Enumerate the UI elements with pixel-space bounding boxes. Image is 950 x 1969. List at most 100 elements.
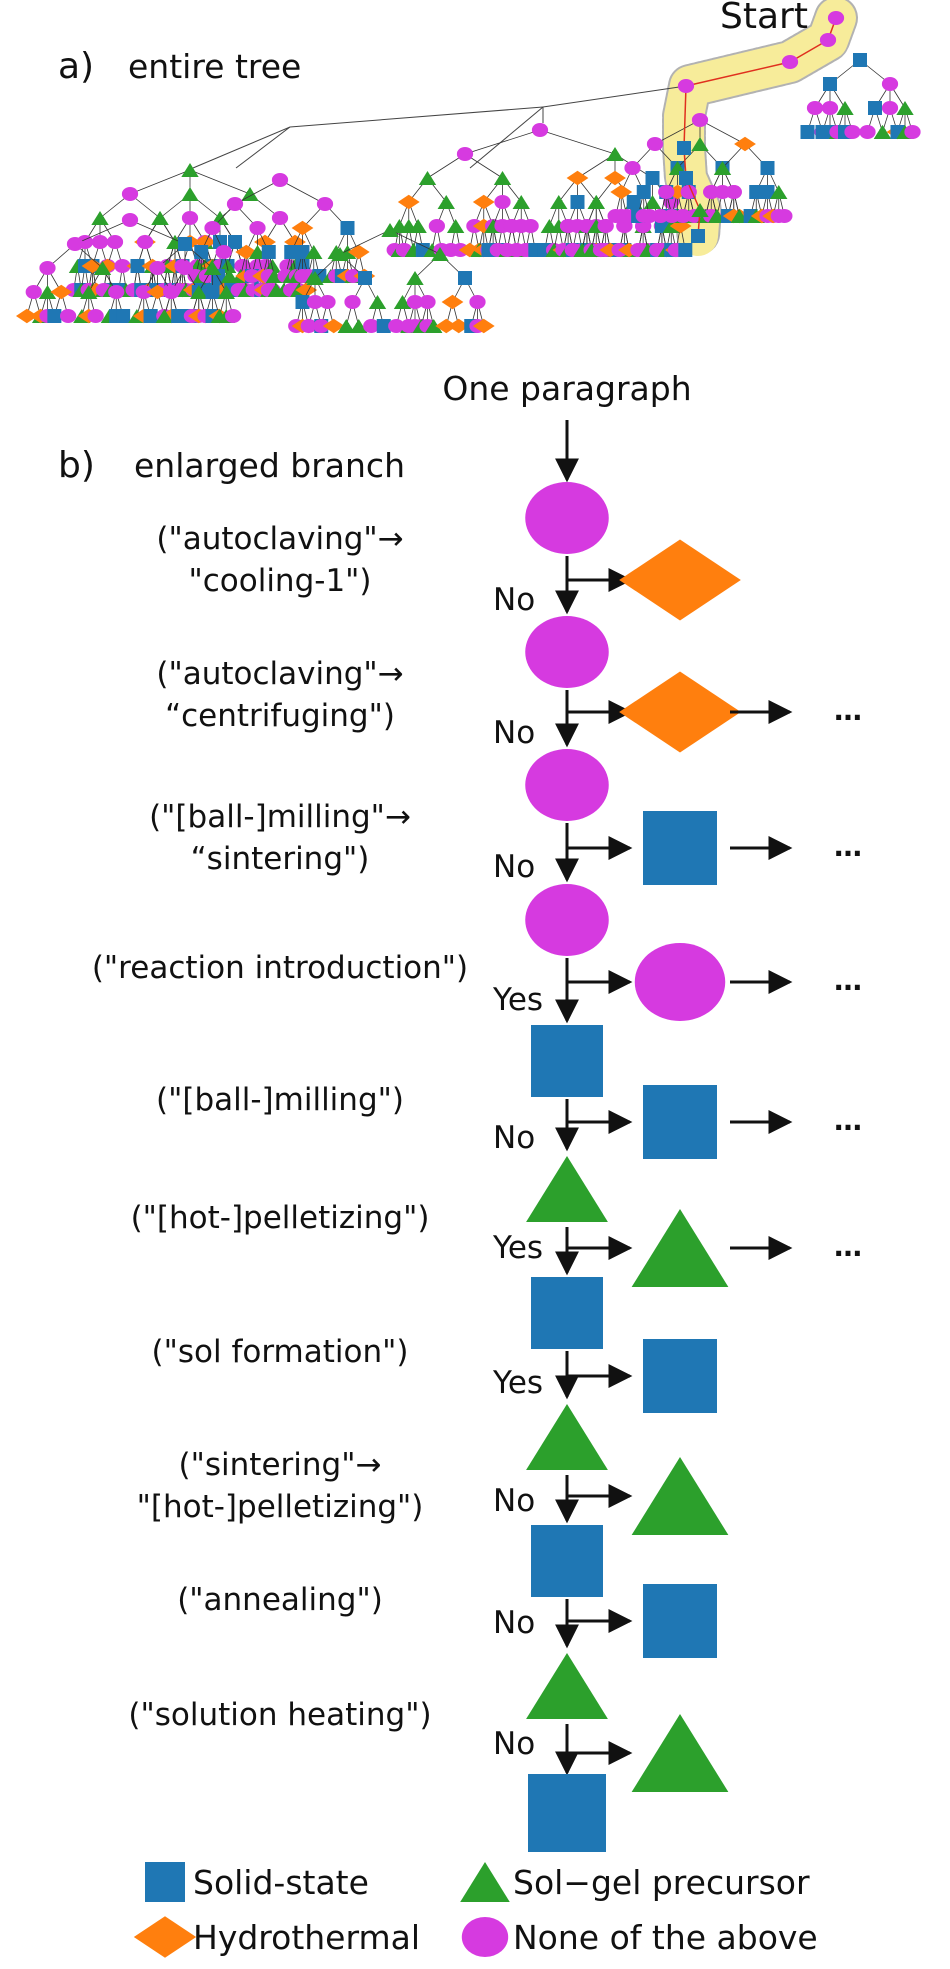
tree-node xyxy=(610,184,633,200)
tree-node xyxy=(641,209,658,223)
panel-a-title: entire tree xyxy=(128,47,301,86)
tree-node xyxy=(435,318,458,334)
condition-label: "[hot-]pelletizing") xyxy=(137,1489,424,1525)
highlight-node xyxy=(827,11,845,25)
tree-node xyxy=(714,185,731,199)
tree-node xyxy=(663,209,680,223)
tree-node xyxy=(163,285,180,299)
tree-node xyxy=(261,245,276,259)
panel-b: b) enlarged branch One paragraph ("autoc… xyxy=(58,369,862,1852)
tree-node xyxy=(494,195,511,209)
side-node-4 xyxy=(634,943,726,1021)
tree-node xyxy=(531,123,549,137)
tree-node xyxy=(823,77,837,91)
tree-node xyxy=(376,319,391,333)
tree-node xyxy=(220,269,239,283)
tree-node xyxy=(106,235,124,249)
tree-edge xyxy=(339,229,391,255)
tree-edge xyxy=(279,179,326,205)
tree-node xyxy=(760,185,775,199)
tree-graph xyxy=(15,0,921,334)
side-arrow xyxy=(565,964,633,994)
condition-label: ("solution heating") xyxy=(128,1697,431,1733)
tree-node xyxy=(472,194,495,210)
branch-node-2 xyxy=(525,616,609,688)
tree-node xyxy=(121,187,139,201)
tree-node xyxy=(243,269,260,283)
tree-node xyxy=(397,194,420,210)
answer-label: No xyxy=(493,582,535,618)
tree-edge xyxy=(469,106,544,169)
tree-node xyxy=(204,221,221,235)
side-arrow xyxy=(565,562,633,592)
tree-node xyxy=(319,295,336,309)
continuation-dots: … xyxy=(834,1230,862,1263)
tree-node xyxy=(691,113,709,127)
tree-node xyxy=(291,220,314,236)
tree-node xyxy=(836,101,854,115)
tree-node xyxy=(512,195,530,209)
side-node-8 xyxy=(631,1457,729,1535)
tree-node xyxy=(604,170,626,186)
tree-node xyxy=(859,125,876,139)
tree-node xyxy=(305,245,323,259)
tree-node xyxy=(419,295,436,309)
tree-node xyxy=(203,261,222,275)
tree-node xyxy=(550,195,568,209)
highlight-node xyxy=(819,33,837,47)
tree-node xyxy=(645,171,660,185)
tree-node xyxy=(108,285,125,299)
tree-node xyxy=(749,185,764,199)
input-label: One paragraph xyxy=(442,369,691,408)
tree-node xyxy=(456,147,474,161)
side-node-3 xyxy=(643,811,717,885)
tree-edge xyxy=(74,219,131,245)
side-node-6 xyxy=(631,1209,729,1287)
tree-edge xyxy=(234,179,281,205)
tree-node xyxy=(425,319,443,333)
tree-node xyxy=(472,218,495,234)
tree-edge xyxy=(289,106,544,128)
tree-node xyxy=(181,163,199,177)
tree-node xyxy=(393,295,412,309)
tree-node xyxy=(340,221,355,235)
enlarged-branch: ("autoclaving"→"cooling-1")No…("autoclav… xyxy=(92,420,862,1852)
tree-edge xyxy=(389,229,441,255)
tree-node xyxy=(271,173,289,187)
tree-node xyxy=(350,319,368,333)
answer-label: Yes xyxy=(492,1230,543,1266)
tree-node xyxy=(703,185,720,199)
tree-node xyxy=(60,309,77,323)
tree-node xyxy=(431,247,449,261)
tree-node xyxy=(136,235,154,249)
side-node-2 xyxy=(619,671,741,753)
tree-node xyxy=(121,213,139,227)
tree-node xyxy=(91,235,109,249)
condition-label: ("[ball-]milling"→ xyxy=(149,799,411,835)
condition-label: “sintering") xyxy=(191,841,370,877)
answer-label: No xyxy=(493,849,535,885)
tree-node xyxy=(25,285,42,299)
tree-edge xyxy=(464,129,541,155)
condition-label: “centrifuging") xyxy=(165,698,395,734)
continuation-dots: … xyxy=(834,1104,862,1137)
tree-node xyxy=(587,195,605,209)
legend-label: Solid-state xyxy=(193,1863,369,1902)
branch-node-9 xyxy=(531,1525,603,1597)
tree-node xyxy=(363,319,380,333)
tree-edge xyxy=(542,85,687,108)
highlight-edge xyxy=(683,85,687,149)
highlight-edge xyxy=(685,61,791,87)
tree-node xyxy=(331,247,349,261)
highlight-node xyxy=(679,171,693,185)
tree-node xyxy=(406,271,424,285)
condition-label: ("autoclaving"→ xyxy=(156,521,403,557)
tree-node xyxy=(15,308,38,324)
tree-node xyxy=(381,223,399,237)
side-arrow xyxy=(565,1230,633,1260)
tree-edge xyxy=(539,129,616,155)
tree-node xyxy=(241,187,259,201)
tree-node xyxy=(295,245,310,259)
tree-node xyxy=(446,219,465,233)
side-node-7 xyxy=(643,1339,717,1413)
